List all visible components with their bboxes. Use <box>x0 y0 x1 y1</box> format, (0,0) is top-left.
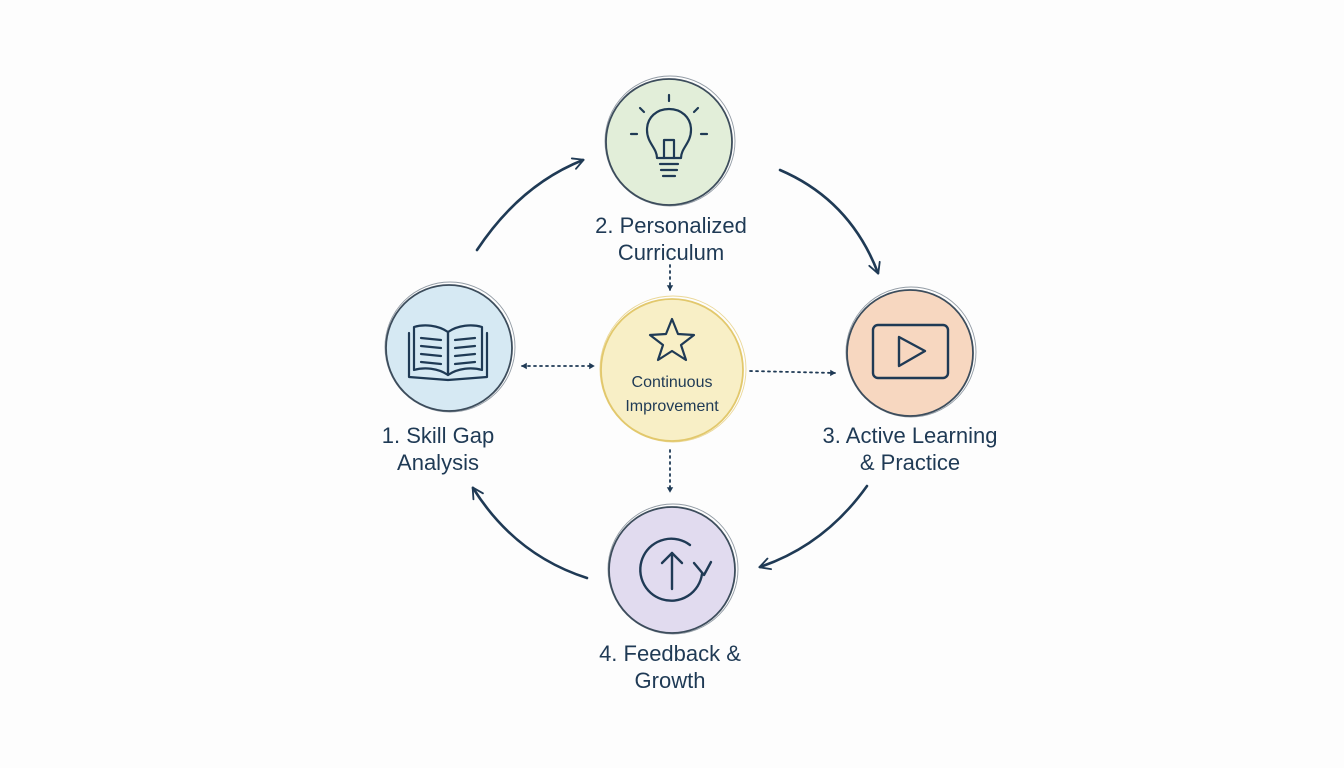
node-skill-gap-analysis <box>384 281 516 413</box>
label-line-2: & Practice <box>859 450 961 475</box>
lightbulb-icon <box>629 93 709 178</box>
label-skill-gap-analysis: 1. Skill Gap Analysis <box>338 422 538 476</box>
node-feedback-growth <box>607 503 739 635</box>
arrow-curriculum-to-active <box>778 168 881 275</box>
label-feedback-growth: 4. Feedback & Growth <box>570 640 770 694</box>
label-active-learning: 3. Active Learning & Practice <box>797 422 1023 476</box>
label-personalized-curriculum: 2. Personalized Curriculum <box>566 212 776 266</box>
play-video-icon <box>871 323 950 380</box>
label-line-1: 1. Skill Gap <box>381 423 495 448</box>
label-line-2: Analysis <box>397 450 479 475</box>
label-line-1: 4. Feedback & <box>599 641 741 666</box>
center-line-1: Continuous <box>631 374 713 391</box>
node-active-learning <box>845 286 977 418</box>
label-continuous-improvement: Continuous Improvement <box>592 371 752 419</box>
label-line-2: Growth <box>634 668 706 693</box>
center-line-2: Improvement <box>625 398 719 415</box>
open-book-icon <box>407 324 489 382</box>
refresh-arrow-icon <box>639 537 713 602</box>
dotted-connector-right <box>749 369 836 377</box>
node-continuous-improvement <box>599 295 747 443</box>
label-line-2: Curriculum <box>617 240 725 265</box>
node-personalized-curriculum <box>604 75 736 207</box>
label-line-1: 3. Active Learning <box>822 423 998 448</box>
arrow-skill-to-curriculum <box>475 157 585 252</box>
arrow-feedback-to-skill <box>471 486 589 580</box>
label-line-1: 2. Personalized <box>595 213 747 238</box>
star-icon <box>648 317 696 362</box>
arrow-active-to-feedback <box>758 484 869 571</box>
